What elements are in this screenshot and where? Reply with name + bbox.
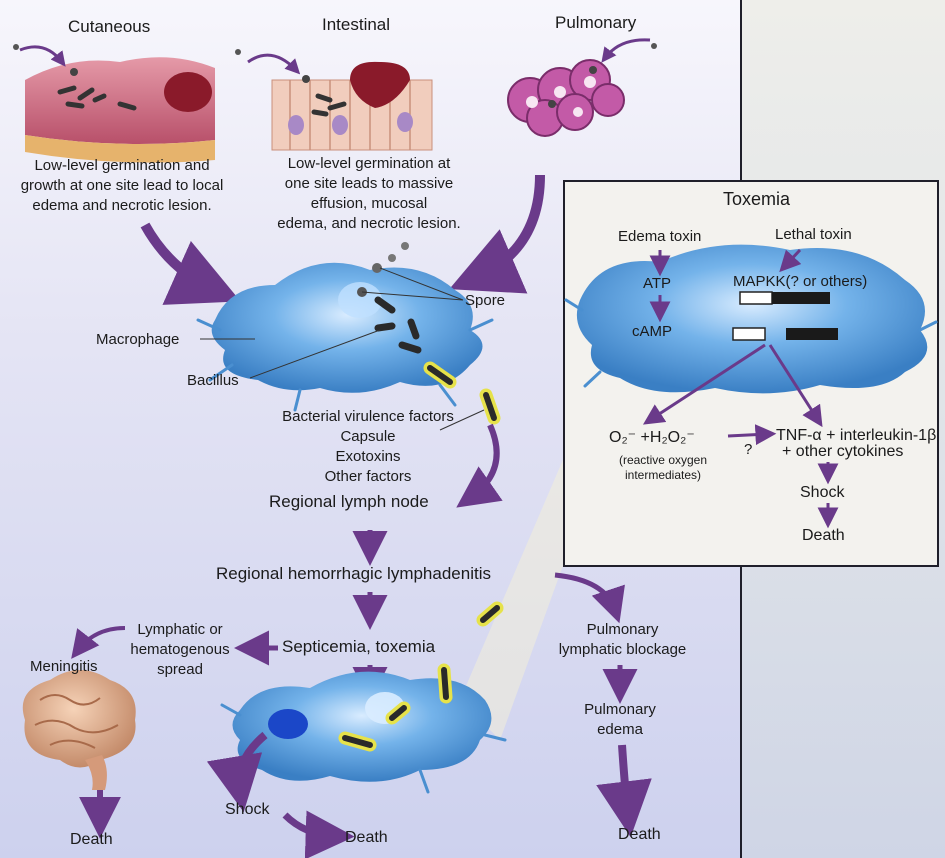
virulence-other: Other factors xyxy=(324,468,412,485)
spore-label: Spore xyxy=(465,292,506,309)
septicemia-label: Septicemia, toxemia xyxy=(282,637,436,656)
intestinal-line-3: effusion, mucosal xyxy=(310,195,428,212)
ros-label: O₂⁻ +H₂O₂⁻ xyxy=(609,429,695,446)
pulm-blockage-line-1: Pulmonary xyxy=(586,621,659,638)
spread-label: Lymphatic or hematogenous spread xyxy=(120,620,240,680)
virulence-exotoxins: Exotoxins xyxy=(335,448,401,465)
cutaneous-line-2: growth at one site lead to local xyxy=(20,177,224,194)
lethal-toxin-label: Lethal toxin xyxy=(775,226,852,243)
arrow-pulmonary-to-cell xyxy=(449,174,545,294)
toxemia-macrophage xyxy=(564,244,938,394)
ros-note: (reactive oxygen intermediates) xyxy=(604,453,722,483)
intestinal-line-4: edema, and necrotic lesion. xyxy=(277,215,461,232)
pulm-blockage-line-2: lymphatic blockage xyxy=(558,641,687,658)
route-title-intestinal: Intestinal xyxy=(322,15,391,34)
macrophage-cell xyxy=(196,262,494,412)
tnf-label: TNF-α + interleukin-1β xyxy=(776,427,937,444)
toxemia-title: Toxemia xyxy=(723,189,791,209)
virulence-capsule: Capsule xyxy=(340,428,396,445)
death-shock-label: Death xyxy=(345,829,388,846)
pulmonary-alveoli-illustration xyxy=(507,38,657,137)
virulence-leader xyxy=(439,409,485,431)
intestinal-mucosa-illustration xyxy=(235,49,433,151)
route-title-cutaneous: Cutaneous xyxy=(68,17,151,36)
arrow-cutaneous-to-cell xyxy=(140,222,241,305)
death-pulmonary-label: Death xyxy=(618,826,661,843)
arrow-to-lymph-node xyxy=(456,423,503,508)
encapsulated-bacilli xyxy=(423,361,501,425)
ros-note-line-1: (reactive oxygen xyxy=(618,453,708,467)
camp-label: cAMP xyxy=(632,323,673,340)
atp-label: ATP xyxy=(643,275,672,292)
shock-label: Shock xyxy=(225,801,270,818)
question-mark: ? xyxy=(744,441,753,458)
lymphadenitis-label: Regional hemorrhagic lymphadenitis xyxy=(216,564,491,583)
route-title-pulmonary: Pulmonary xyxy=(555,13,637,32)
pulm-edema-line-1: Pulmonary xyxy=(584,701,656,718)
spread-line-1: Lymphatic or xyxy=(137,621,223,638)
virulence-title: Bacterial virulence factors xyxy=(282,408,454,425)
bacillus-label: Bacillus xyxy=(187,372,239,389)
macrophage-label: Macrophage xyxy=(96,331,180,348)
intestinal-line-1: Low-level germination at xyxy=(287,155,451,172)
edema-toxin-label: Edema toxin xyxy=(618,228,702,245)
toxemia-death-label: Death xyxy=(802,527,845,544)
septicemia-macrophage xyxy=(220,601,507,794)
ros-note-line-2: intermediates) xyxy=(624,468,702,482)
brain-illustration xyxy=(22,670,136,790)
pulmonary-edema-label: Pulmonary edema xyxy=(570,700,670,740)
cutaneous-line-1: Low-level germination and xyxy=(34,157,210,174)
spread-line-3: spread xyxy=(157,661,203,678)
cutaneous-line-3: edema and necrotic lesion. xyxy=(32,197,212,214)
bacillus-leader xyxy=(249,329,381,379)
toxemia-shock-label: Shock xyxy=(800,484,845,501)
cutaneous-skin-illustration xyxy=(13,44,215,163)
death-brain-label: Death xyxy=(70,831,113,848)
spread-line-2: hematogenous xyxy=(130,641,230,658)
spore-leader xyxy=(379,267,464,301)
pulmonary-blockage-label: Pulmonary lymphatic blockage xyxy=(545,620,700,660)
intestinal-description: Low-level germination at one site leads … xyxy=(255,154,483,234)
mapkk-label: MAPKK(? or others) xyxy=(733,273,868,290)
pulm-edema-line-2: edema xyxy=(597,721,643,738)
cutaneous-description: Low-level germination and growth at one … xyxy=(2,156,242,216)
intestinal-line-2: one site leads to massive xyxy=(284,175,454,192)
zoom-funnel xyxy=(460,455,565,740)
virulence-factors-label: Bacterial virulence factors Capsule Exot… xyxy=(262,407,474,487)
meningitis-label: Meningitis xyxy=(30,658,98,675)
cytokines-label: + other cytokines xyxy=(782,443,904,460)
regional-lymph-node-label: Regional lymph node xyxy=(269,492,429,511)
